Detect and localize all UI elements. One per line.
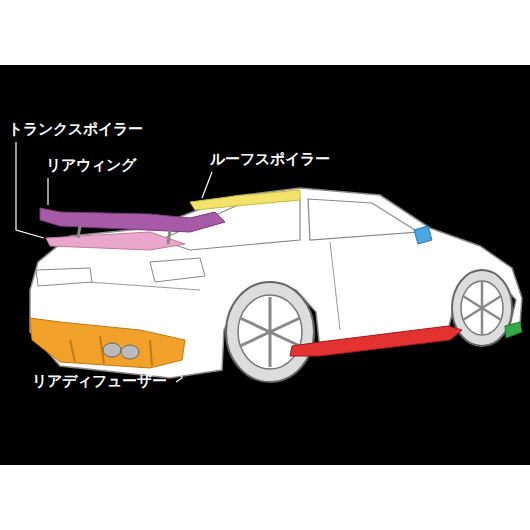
- door-line: [330, 242, 340, 330]
- tail-light: [36, 268, 92, 286]
- diffuser-fins: [70, 336, 152, 366]
- part-label: ルーフスポイラー: [210, 150, 330, 168]
- roof-spoiler: [190, 190, 300, 210]
- part-label: リアウィング: [46, 156, 136, 174]
- mirror-cover: [414, 226, 432, 244]
- part-label: リアディフューザー: [32, 372, 167, 390]
- front-lip: [505, 322, 522, 338]
- exhaust: [103, 343, 121, 357]
- leader-line: [47, 178, 48, 205]
- rear-diffuser: [30, 318, 185, 368]
- exhaust: [121, 345, 139, 359]
- leader-line: [176, 362, 182, 382]
- part-label: トランクスポイラー: [8, 120, 143, 138]
- leader-line: [16, 142, 44, 238]
- rear-rim: [238, 295, 302, 369]
- leader-line: [202, 172, 212, 198]
- wing-stay: [78, 226, 80, 238]
- front-wheel: [452, 270, 512, 346]
- front-rim: [461, 281, 503, 335]
- rear-wing: [40, 208, 225, 232]
- side-skirt: [290, 326, 462, 356]
- side-window: [308, 199, 418, 240]
- wing-stay: [168, 230, 170, 244]
- tail-light: [150, 258, 205, 282]
- trunk-spoiler: [46, 232, 185, 250]
- rear-wheel: [226, 282, 314, 382]
- background-panel: [0, 65, 530, 465]
- rim-spokes: [463, 282, 501, 334]
